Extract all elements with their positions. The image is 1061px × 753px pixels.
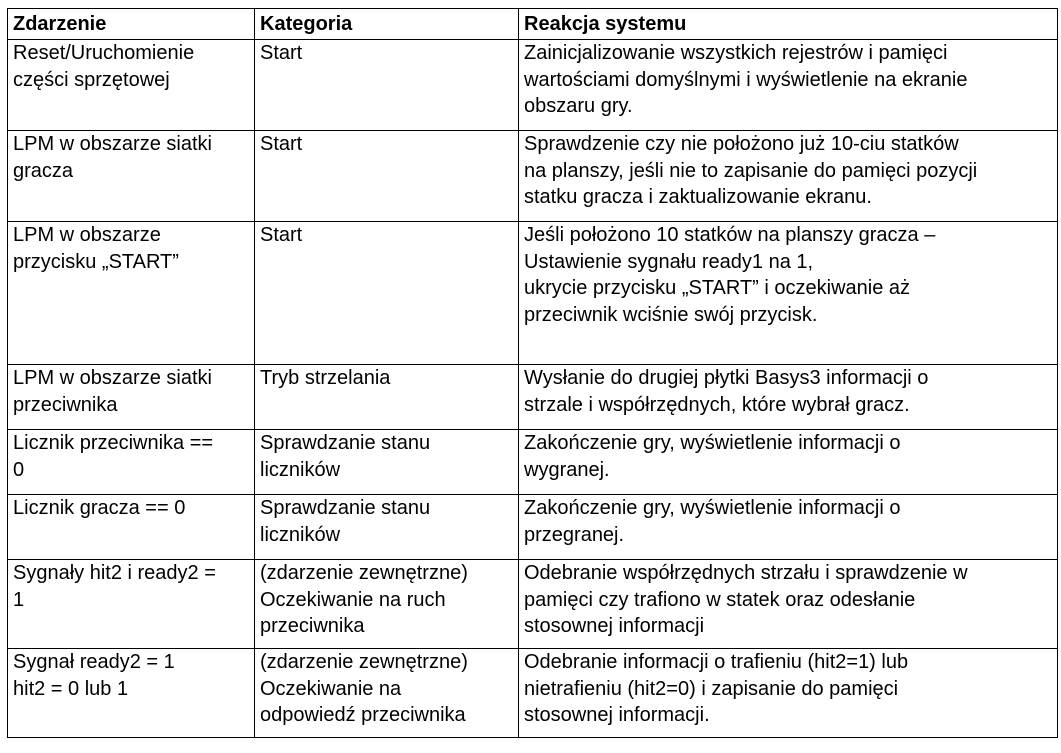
reaction-text-line: ukrycie przycisku „START” i oczekiwanie …	[524, 277, 911, 299]
reaction-cell: Jeśli położono 10 statków na planszy gra…	[518, 221, 1058, 365]
reaction-text-line: przeciwnik wciśnie swój przycisk.	[524, 303, 818, 326]
event-text-line: Reset/Uruchomienie	[13, 42, 195, 64]
event-cell: LPM w obszarze siatki przeciwnika	[7, 364, 255, 430]
category-text-line: Sprawdzanie stanu	[260, 432, 431, 454]
reaction-cell: Odebranie współrzędnych strzału i sprawd…	[518, 559, 1058, 649]
table-row: LPM w obszarze siatki gracza Start Spraw…	[7, 130, 1058, 222]
category-text-line: Oczekiwanie na ruch	[260, 588, 446, 611]
reaction-text-line: Zainicjalizowanie wszystkich rejestrów i…	[524, 42, 948, 64]
header-row: Zdarzenie Kategoria Reakcja systemu	[7, 8, 1058, 40]
event-text-line: części sprzętowej	[13, 68, 170, 91]
event-text-line: Licznik przeciwnika ==	[13, 432, 214, 454]
category-cell: Start	[254, 39, 519, 131]
reaction-text-line: wartościami domyślnymi i wyświetlenie na…	[524, 68, 968, 91]
event-cell: Licznik gracza == 0	[7, 494, 255, 560]
reaction-text-line: Zakończenie gry, wyświetlenie informacji…	[524, 497, 901, 519]
reaction-text-line: strzale i współrzędnych, które wybrał gr…	[524, 393, 910, 416]
reaction-text-line: Ustawienie sygnału ready1 na 1,	[524, 250, 814, 273]
category-text-line: liczników	[260, 523, 341, 546]
event-cell: LPM w obszarze siatki gracza	[7, 130, 255, 222]
table-row: Sygnał ready2 = 1 hit2 = 0 lub 1 (zdarze…	[7, 648, 1058, 738]
reaction-cell: Zakończenie gry, wyświetlenie informacji…	[518, 429, 1058, 495]
table-row: LPM w obszarze przycisku „START” Start J…	[7, 221, 1058, 365]
reaction-cell: Odebranie informacji o trafieniu (hit2=1…	[518, 648, 1058, 738]
event-text-line: Licznik gracza == 0	[13, 497, 186, 519]
category-text-line: (zdarzenie zewnętrzne)	[260, 651, 468, 673]
reaction-text-line: stosownej informacji.	[524, 704, 710, 726]
header-reaction: Reakcja systemu	[518, 8, 1058, 40]
event-cell: Licznik przeciwnika == 0	[7, 429, 255, 495]
table-row: Sygnały hit2 i ready2 = 1 (zdarzenie zew…	[7, 559, 1058, 649]
reaction-text-line: przegranej.	[524, 523, 625, 546]
event-cell: LPM w obszarze przycisku „START”	[7, 221, 255, 365]
category-text-line: Oczekiwanie na	[260, 677, 402, 700]
category-text-line: (zdarzenie zewnętrzne)	[260, 562, 468, 584]
reaction-text-line: Zakończenie gry, wyświetlenie informacji…	[524, 432, 901, 454]
reaction-text-line: na planszy, jeśli nie to zapisanie do pa…	[524, 159, 978, 182]
category-text-line: przeciwnika	[260, 615, 365, 637]
header-event: Zdarzenie	[7, 8, 255, 40]
reaction-cell: Wysłanie do drugiej płytki Basys3 inform…	[518, 364, 1058, 430]
category-cell: Start	[254, 221, 519, 365]
event-cell: Reset/Uruchomienie części sprzętowej	[7, 39, 255, 131]
reaction-text-line: pamięci czy trafiono w statek oraz odesł…	[524, 588, 916, 611]
events-table: Zdarzenie Kategoria Reakcja systemu Rese…	[7, 8, 1058, 738]
category-text-line: odpowiedź przeciwnika	[260, 704, 466, 726]
reaction-text-line: obszaru gry.	[524, 95, 633, 117]
reaction-text-line: Jeśli położono 10 statków na planszy gra…	[524, 224, 936, 246]
event-text-line: gracza	[13, 159, 74, 182]
event-text-line: przeciwnika	[13, 393, 118, 416]
header-category: Kategoria	[254, 8, 519, 40]
event-text-line: LPM w obszarze siatki	[13, 133, 212, 155]
reaction-text-line: statku gracza i zaktualizowanie ekranu.	[524, 186, 872, 208]
category-text-line: Start	[260, 42, 303, 64]
table-row: Reset/Uruchomienie części sprzętowej Sta…	[7, 39, 1058, 131]
category-cell: Tryb strzelania	[254, 364, 519, 430]
event-text-line: Sygnały hit2 i ready2 =	[13, 562, 216, 584]
event-text-line: przycisku „START”	[13, 250, 179, 273]
category-cell: Sprawdzanie stanu liczników	[254, 494, 519, 560]
category-cell: Start	[254, 130, 519, 222]
category-cell: (zdarzenie zewnętrzne) Oczekiwanie na od…	[254, 648, 519, 738]
category-cell: Sprawdzanie stanu liczników	[254, 429, 519, 495]
event-text-line: hit2 = 0 lub 1	[13, 677, 129, 700]
category-text-line: Start	[260, 224, 303, 246]
event-cell: Sygnały hit2 i ready2 = 1	[7, 559, 255, 649]
reaction-cell: Zainicjalizowanie wszystkich rejestrów i…	[518, 39, 1058, 131]
category-text-line: liczników	[260, 458, 341, 481]
event-cell: Sygnał ready2 = 1 hit2 = 0 lub 1	[7, 648, 255, 738]
reaction-text-line: Sprawdzenie czy nie położono już 10-ciu …	[524, 133, 959, 155]
event-text-line: LPM w obszarze siatki	[13, 367, 212, 389]
event-text-line: Sygnał ready2 = 1	[13, 651, 175, 673]
event-text-line: 0	[13, 458, 25, 481]
event-text-line: LPM w obszarze	[13, 224, 161, 246]
reaction-text-line: Odebranie informacji o trafieniu (hit2=1…	[524, 651, 909, 673]
table-row: Licznik przeciwnika == 0 Sprawdzanie sta…	[7, 429, 1058, 495]
category-text-line: Sprawdzanie stanu	[260, 497, 431, 519]
table-row: Licznik gracza == 0 Sprawdzanie stanu li…	[7, 494, 1058, 560]
event-text-line: 1	[13, 588, 25, 611]
reaction-cell: Zakończenie gry, wyświetlenie informacji…	[518, 494, 1058, 560]
category-text-line: Start	[260, 133, 303, 155]
reaction-text-line: Wysłanie do drugiej płytki Basys3 inform…	[524, 367, 929, 389]
reaction-text-line: Odebranie współrzędnych strzału i sprawd…	[524, 562, 968, 584]
category-cell: (zdarzenie zewnętrzne) Oczekiwanie na ru…	[254, 559, 519, 649]
category-text-line: Tryb strzelania	[260, 367, 391, 389]
table-row: LPM w obszarze siatki przeciwnika Tryb s…	[7, 364, 1058, 430]
reaction-text-line: wygranej.	[524, 458, 610, 481]
reaction-text-line: nietrafieniu (hit2=0) i zapisanie do pam…	[524, 677, 899, 700]
reaction-text-line: stosownej informacji	[524, 615, 705, 637]
reaction-cell: Sprawdzenie czy nie położono już 10-ciu …	[518, 130, 1058, 222]
